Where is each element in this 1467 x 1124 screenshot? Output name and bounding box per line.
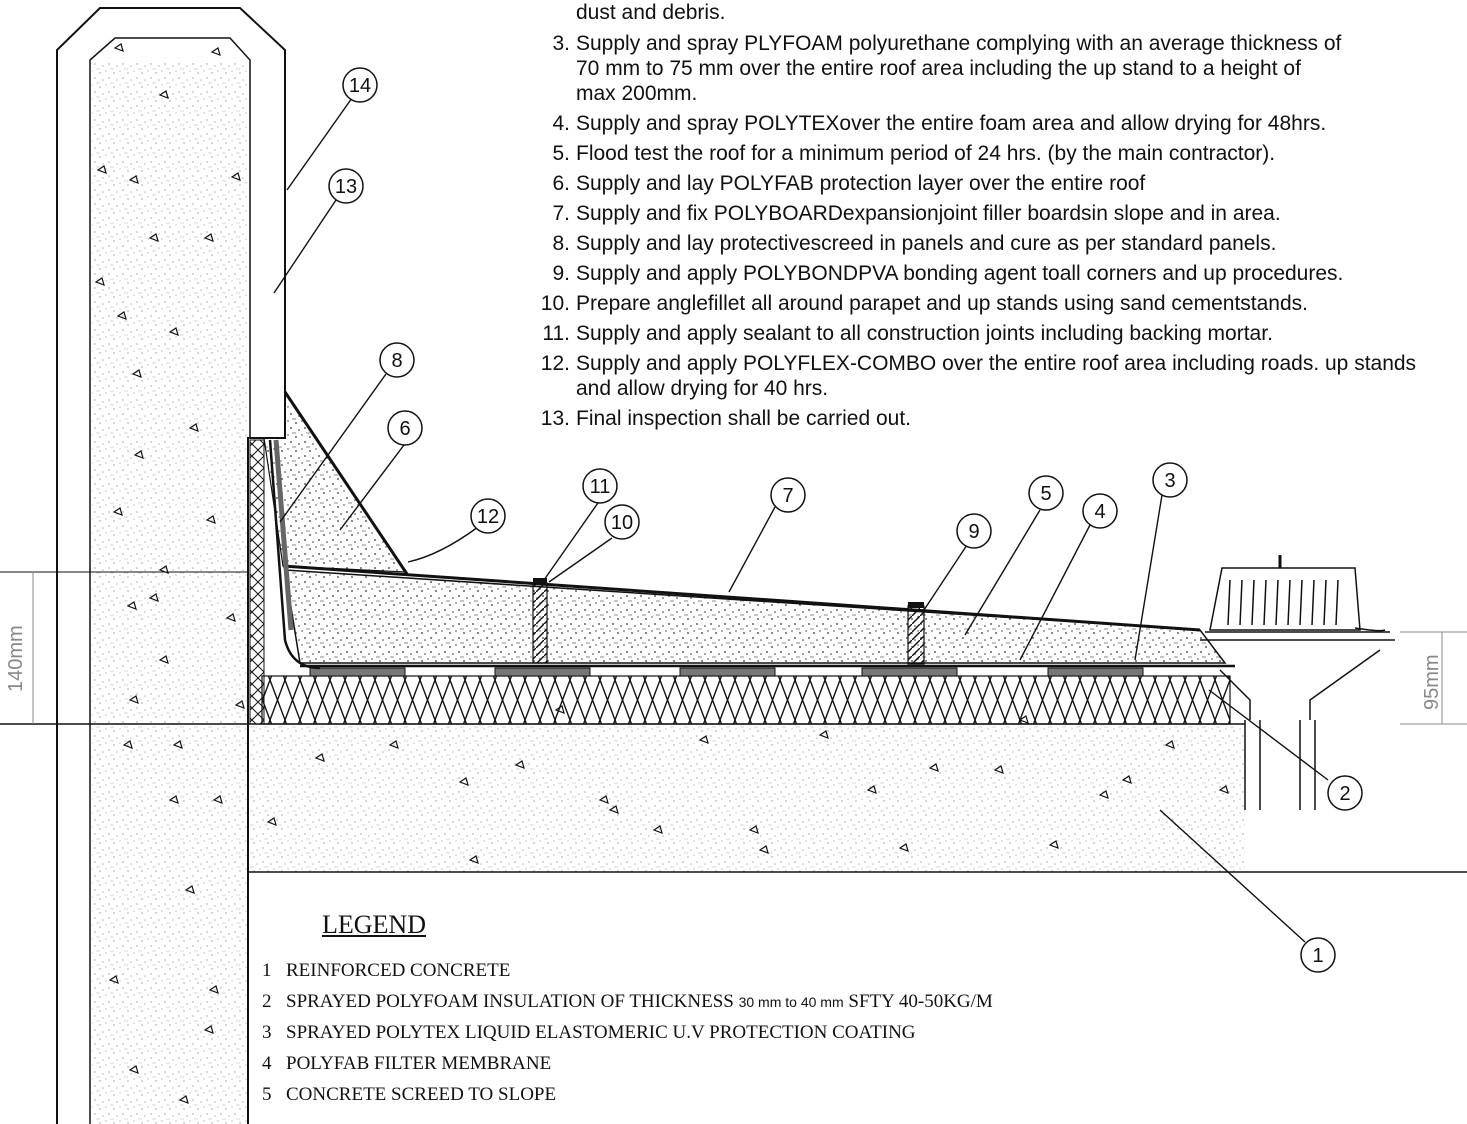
note-item: 13. Final inspection shall be carried ou… bbox=[540, 407, 912, 430]
callout-9: 9 bbox=[956, 513, 992, 549]
note-item: 3. Supply and spray PLYFOAM polyurethane… bbox=[552, 32, 1342, 105]
callout-12: 12 bbox=[470, 498, 506, 534]
callout-7: 7 bbox=[770, 477, 806, 513]
insulation-layer bbox=[261, 675, 1231, 725]
callout-4: 4 bbox=[1082, 493, 1118, 529]
callout-1: 1 bbox=[1300, 937, 1336, 973]
callout-3: 3 bbox=[1152, 462, 1188, 498]
screed-layer bbox=[284, 569, 1227, 664]
concrete-speckle-wall bbox=[92, 60, 248, 1124]
note-item: 5. Flood test the roof for a minimum per… bbox=[552, 142, 1276, 165]
note-item: 8. Supply and lay protectivescreed in pa… bbox=[552, 232, 1277, 255]
callout-14: 14 bbox=[342, 67, 378, 103]
svg-text:1: 1 bbox=[1312, 945, 1323, 967]
dim-140mm: 140mm bbox=[5, 625, 27, 692]
roof-drain bbox=[1200, 555, 1395, 810]
note-item: 10. Prepare anglefillet all around parap… bbox=[540, 292, 1308, 315]
note-item: dust and debris. bbox=[576, 1, 726, 24]
svg-text:7: 7 bbox=[782, 485, 793, 507]
svg-text:2: 2 bbox=[1339, 783, 1350, 805]
svg-text:11: 11 bbox=[590, 476, 611, 498]
callout-13: 13 bbox=[328, 168, 364, 204]
concrete-speckle-slab bbox=[250, 724, 1245, 872]
specification-notes: dust and debris. 3. Supply and spray PLY… bbox=[530, 0, 1450, 436]
svg-text:6: 6 bbox=[399, 418, 410, 440]
svg-text:4: 4 bbox=[1094, 501, 1105, 523]
parapet-wall bbox=[56, 7, 286, 1124]
expansion-joint-1 bbox=[532, 582, 548, 664]
dim-95mm: 95mm bbox=[1421, 654, 1443, 710]
svg-text:14: 14 bbox=[349, 75, 371, 97]
legend-title: LEGEND bbox=[322, 910, 426, 939]
note-item: 7. Supply and fix POLYBOARDexpansionjoin… bbox=[552, 202, 1281, 225]
svg-text:8: 8 bbox=[391, 350, 402, 372]
svg-text:10: 10 bbox=[611, 512, 633, 534]
svg-text:13: 13 bbox=[335, 176, 357, 198]
callout-11: 11 bbox=[582, 468, 618, 504]
callout-10: 10 bbox=[604, 504, 640, 540]
note-item: 4. Supply and spray POLYTEXover the enti… bbox=[552, 112, 1327, 135]
callout-6: 6 bbox=[387, 410, 423, 446]
note-item: 12. Supply and apply POLYFLEX-COMBO over… bbox=[540, 352, 1417, 400]
expansion-joint-2 bbox=[907, 605, 925, 665]
protection-coat bbox=[282, 564, 1201, 632]
callout-5: 5 bbox=[1028, 475, 1064, 511]
svg-text:12: 12 bbox=[477, 506, 499, 528]
callout-2: 2 bbox=[1327, 775, 1363, 811]
leader-lines bbox=[273, 97, 1329, 943]
svg-text:3: 3 bbox=[1164, 470, 1175, 492]
note-item: 9. Supply and apply POLYBONDPVA bonding … bbox=[552, 262, 1344, 285]
callout-8: 8 bbox=[379, 342, 415, 378]
svg-text:5: 5 bbox=[1040, 483, 1051, 505]
upstand-membrane bbox=[268, 439, 321, 670]
svg-text:9: 9 bbox=[968, 521, 979, 543]
parapet-inner bbox=[89, 37, 251, 1124]
note-item: 11. Supply and apply sealant to all cons… bbox=[542, 322, 1273, 345]
note-item: 6. Supply and lay POLYFAB protection lay… bbox=[552, 172, 1146, 195]
wall-insulation bbox=[249, 439, 265, 725]
membrane-strips bbox=[309, 667, 1144, 677]
